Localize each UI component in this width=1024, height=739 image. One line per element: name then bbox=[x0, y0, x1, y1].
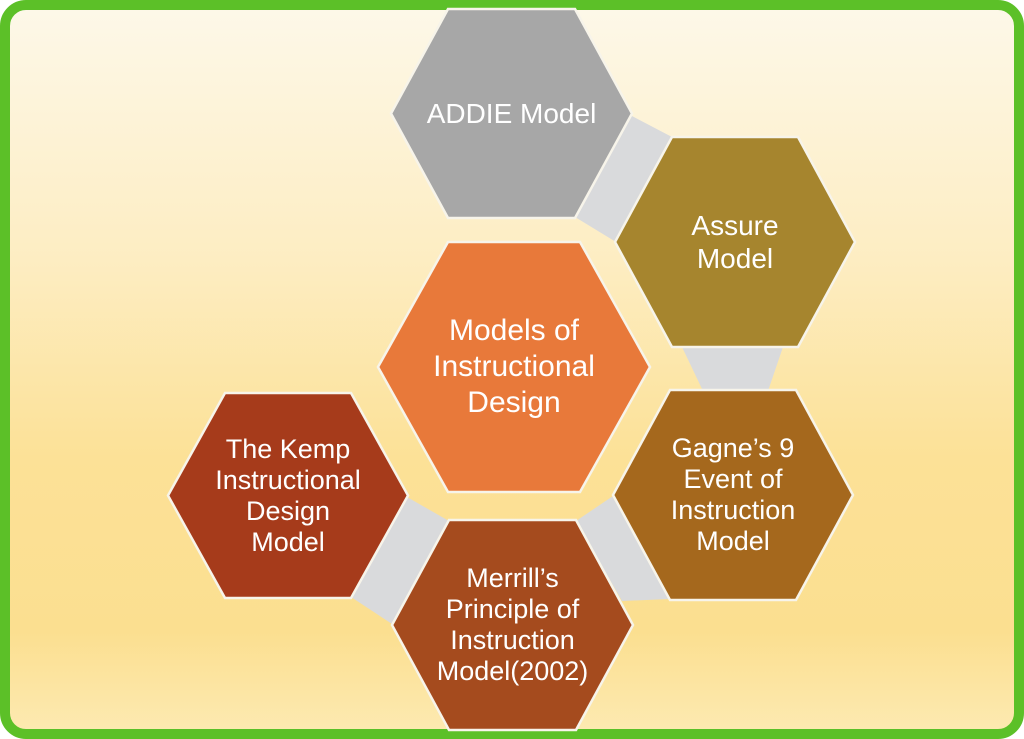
connector-addie-assure bbox=[575, 115, 672, 242]
hexagon-gagne bbox=[611, 388, 855, 602]
hexagon-merrill bbox=[390, 518, 635, 732]
connector-gagne-merrill bbox=[576, 496, 670, 601]
connector-kemp-merrill bbox=[351, 497, 449, 624]
hexagon-assure bbox=[613, 135, 857, 349]
connector-assure-gagne bbox=[682, 347, 783, 391]
hexagon-kemp bbox=[166, 391, 410, 600]
hexagon-addie bbox=[389, 7, 634, 220]
hexagon-center bbox=[376, 240, 652, 494]
